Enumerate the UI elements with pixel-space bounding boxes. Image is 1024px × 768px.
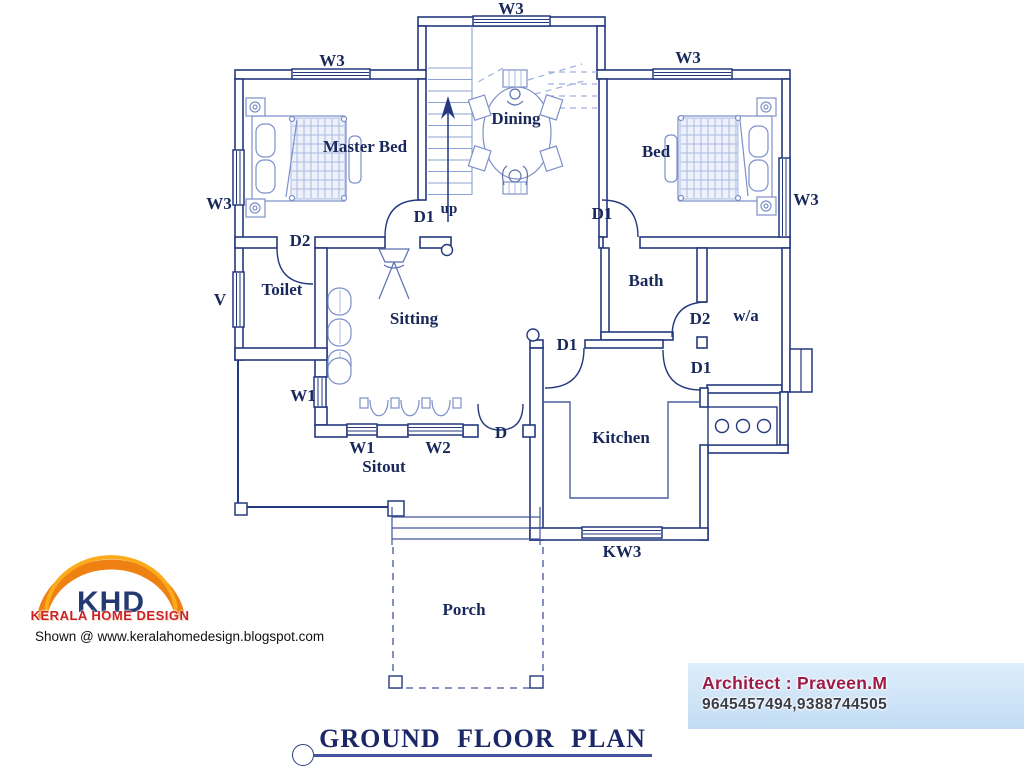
label-d-sitout: D — [495, 423, 507, 442]
window-w3-left-side — [232, 149, 245, 206]
person-figures — [501, 88, 529, 186]
architect-box: Architect : Praveen.M 9645457494,9388744… — [688, 663, 1024, 729]
room-label-sitting: Sitting — [390, 309, 439, 328]
doors — [276, 199, 708, 431]
label-d1-master: D1 — [414, 207, 435, 226]
sofa-set — [327, 287, 462, 417]
bed-furniture — [664, 97, 777, 216]
nightstands — [245, 97, 266, 218]
window-w3-right-wing — [652, 68, 733, 80]
logo-initials: KHD — [77, 586, 145, 619]
door-arc-hall-kitchen — [544, 347, 585, 389]
door-arc-toilet — [276, 247, 314, 285]
door-hinge-pillar — [526, 328, 540, 342]
label-w1-sitting: W1 — [290, 386, 316, 405]
nightstands — [756, 97, 777, 216]
window-w2-sitout — [407, 423, 464, 436]
window-w3-left-wing — [291, 68, 371, 80]
bench — [348, 135, 362, 184]
window-kw3-kitchen — [581, 526, 663, 539]
kitchen-counter — [543, 401, 700, 499]
sitout-boundary — [234, 360, 405, 517]
label-v-vent: V — [214, 290, 227, 309]
windows — [232, 15, 791, 539]
label-d2-bath: D2 — [690, 309, 711, 328]
room-label-master-bed: Master Bed — [323, 137, 408, 156]
room-label-sitout: Sitout — [362, 457, 406, 476]
room-label-toilet: Toilet — [262, 280, 303, 299]
dining-set — [467, 69, 564, 195]
label-up: up — [441, 201, 458, 217]
room-label-kitchen: Kitchen — [592, 428, 650, 447]
up-arrow-head — [441, 96, 455, 119]
label-d2-toilet: D2 — [290, 231, 311, 250]
logo-name: KERALA HOME DESIGN — [30, 608, 190, 623]
label-w3-top-center: W3 — [498, 0, 524, 18]
door-arc-kitchen — [662, 349, 702, 391]
window-w3-top-center — [472, 15, 551, 27]
door-arc-bed — [601, 199, 639, 238]
porch-steps — [391, 507, 541, 545]
hob-counter — [707, 406, 778, 446]
room-label-bath: Bath — [629, 271, 665, 290]
label-w3-left-wing: W3 — [319, 51, 345, 70]
architect-name: Architect : Praveen.M — [702, 673, 888, 693]
label-w3-right-side: W3 — [793, 190, 819, 209]
ceiling-fan — [378, 248, 410, 300]
room-label-dining: Dining — [491, 109, 541, 128]
dining-chairs — [467, 69, 564, 195]
label-d1-bed: D1 — [592, 204, 613, 223]
door-arc-bath — [671, 301, 708, 338]
title-underline — [313, 754, 652, 757]
window-w1-sitting — [313, 376, 327, 408]
hall-column — [440, 243, 454, 257]
label-kw3: KW3 — [603, 542, 642, 561]
porch-outline — [388, 547, 544, 689]
label-w3-left-side: W3 — [206, 194, 232, 213]
architect-phone: 9645457494,9388744505 — [702, 696, 888, 713]
room-label-work-area: w/a — [733, 306, 759, 325]
room-label-bed: Bed — [642, 142, 671, 161]
page-title: GROUND FLOOR PLAN — [319, 724, 646, 753]
khd-logo: KHD — [36, 550, 186, 631]
shown-at-text: Shown @ www.keralahomedesign.blogspot.co… — [35, 629, 325, 644]
door-arc-master-bed — [384, 199, 421, 238]
room-label-porch: Porch — [442, 600, 486, 619]
upper-flight-dashed — [477, 63, 597, 109]
label-w2-sitout: W2 — [425, 438, 451, 457]
door-double-sitout — [477, 403, 524, 431]
vent-v-left-side — [232, 271, 245, 328]
master-bed-furniture — [245, 97, 362, 218]
bench — [664, 134, 678, 183]
window-w1-sitout — [346, 423, 378, 436]
bay-window — [789, 348, 813, 393]
window-w3-right-side — [778, 157, 791, 238]
label-d1-hall: D1 — [557, 335, 578, 354]
label-w3-right-wing: W3 — [675, 48, 701, 67]
label-w1-sitout: W1 — [349, 438, 375, 457]
label-d1-kitchen: D1 — [691, 358, 712, 377]
